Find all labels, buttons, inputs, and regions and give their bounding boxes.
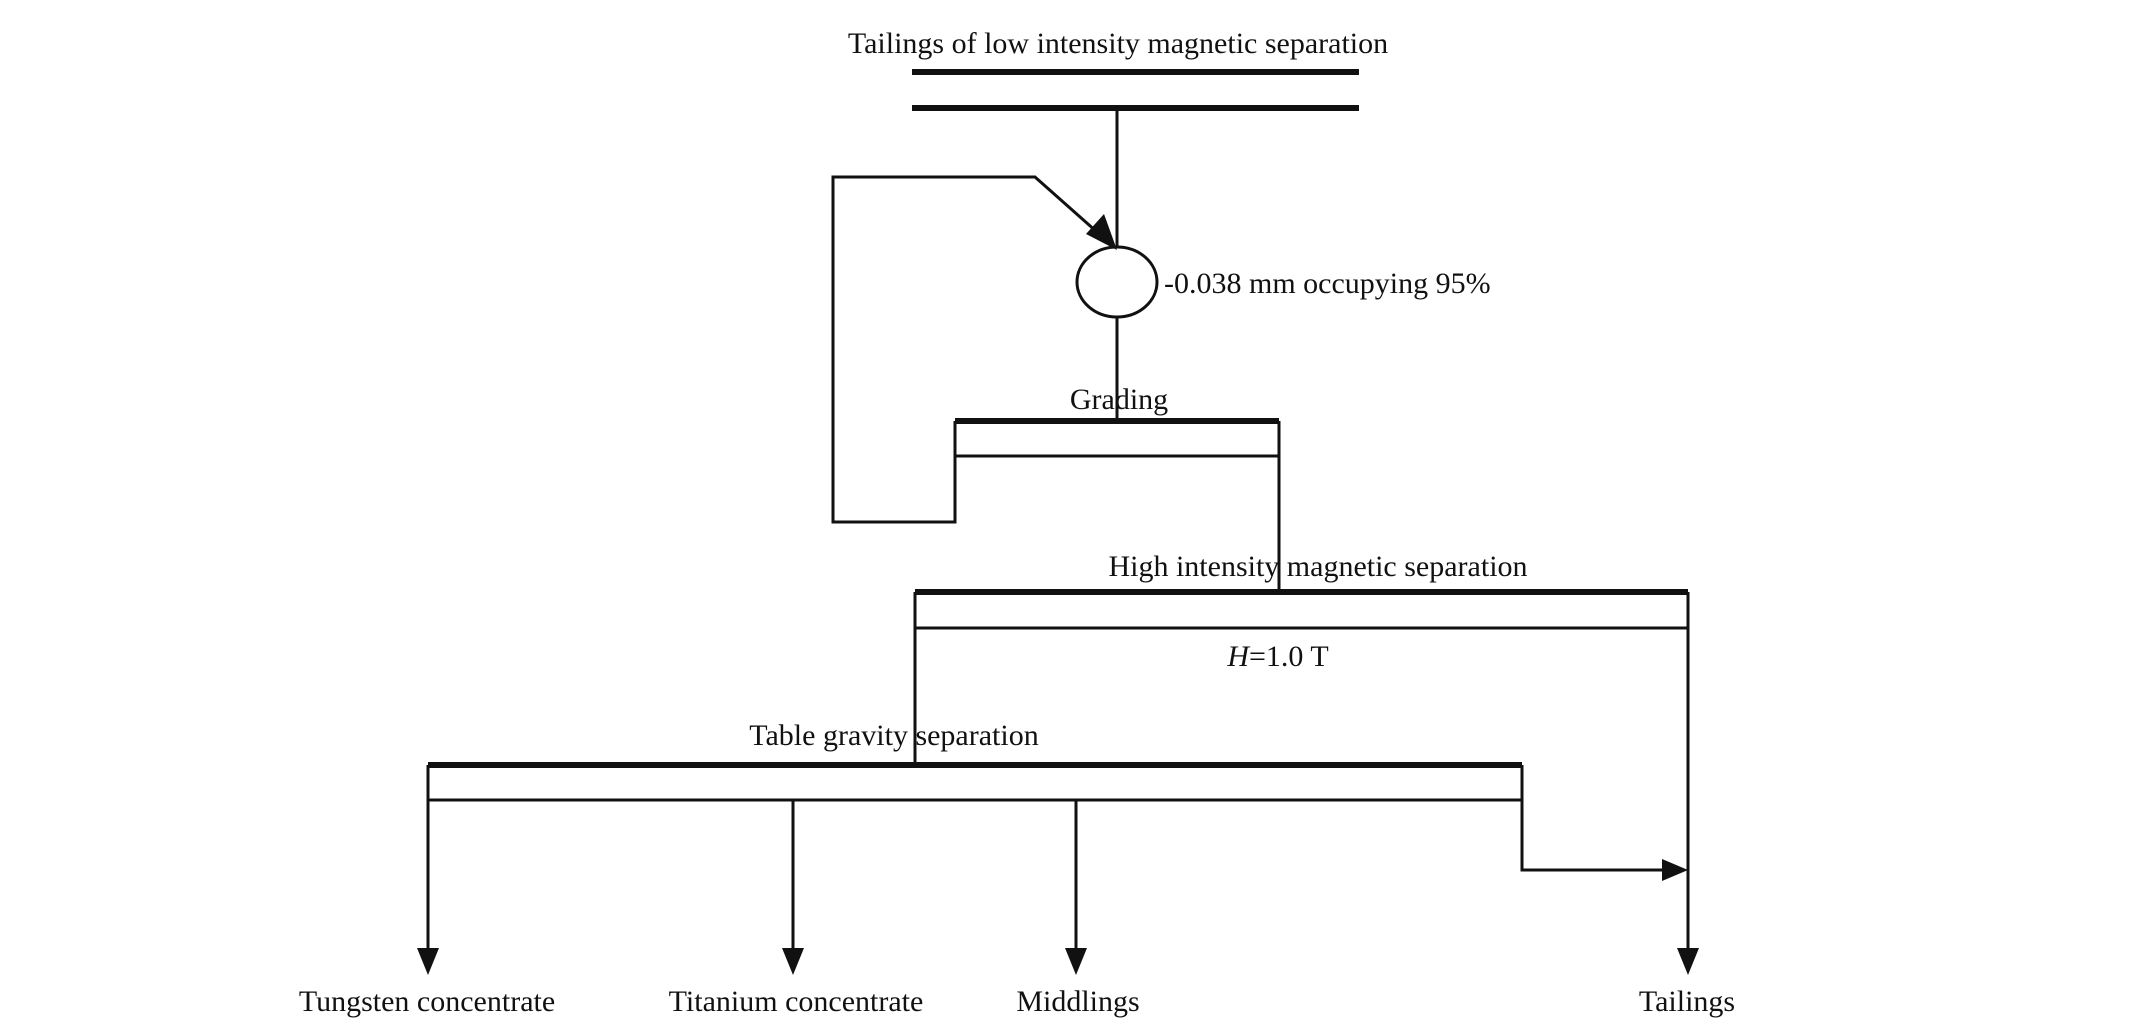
middlings-arrowhead — [1065, 948, 1087, 975]
field-value: =1.0 T — [1249, 640, 1329, 673]
recycle-loop-line — [831, 175, 1107, 524]
product-label-tungsten: Tungsten concentrate — [299, 985, 555, 1018]
titanium-arrowhead — [782, 948, 804, 975]
recycle-arrowhead — [1086, 214, 1117, 250]
table-tailings-arrowhead — [1662, 859, 1688, 881]
tailings-arrowhead — [1677, 948, 1699, 975]
table-label: Table gravity separation — [749, 719, 1038, 752]
table-to-tailings-line — [1520, 800, 1662, 872]
grading-label: Grading — [1070, 383, 1168, 416]
him-field-strength: H=1.0 T — [1226, 640, 1328, 673]
tungsten-arrowhead — [417, 948, 439, 975]
him-label: High intensity magnetic separation — [1108, 550, 1527, 583]
grinding-note: -0.038 mm occupying 95% — [1164, 267, 1491, 300]
feed-label: Tailings of low intensity magnetic separ… — [848, 27, 1388, 60]
product-label-middlings: Middlings — [1016, 985, 1139, 1018]
grinding-circle — [1075, 245, 1159, 319]
product-label-titanium: Titanium concentrate — [669, 985, 924, 1018]
field-variable: H — [1226, 640, 1251, 673]
product-label-tailings: Tailings — [1639, 985, 1735, 1018]
